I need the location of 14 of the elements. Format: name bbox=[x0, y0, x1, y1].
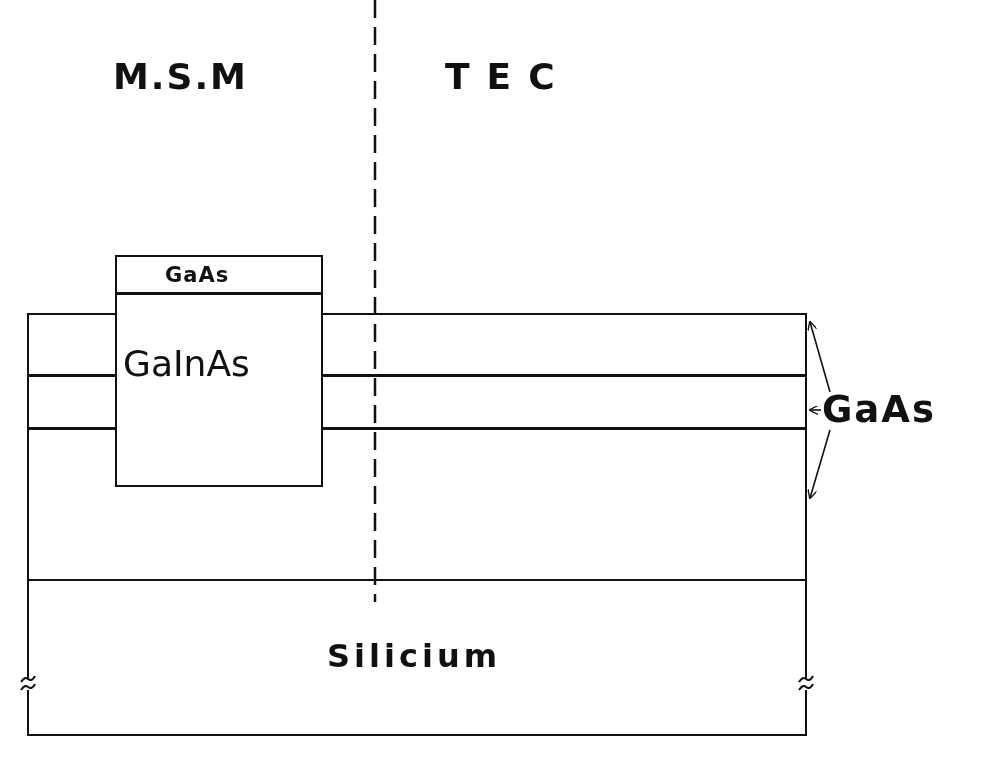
epitaxial-layer bbox=[27, 313, 807, 376]
leader-arrow bbox=[807, 429, 831, 500]
layer-label: GaAs bbox=[165, 263, 230, 287]
epitaxial-layer bbox=[27, 428, 807, 581]
region-label: TEC bbox=[445, 56, 572, 97]
leader-arrow bbox=[808, 404, 822, 416]
region-label: M.S.M bbox=[113, 56, 248, 97]
material-label: GaAs bbox=[822, 388, 936, 431]
leader-arrow bbox=[807, 320, 831, 393]
cap-layer bbox=[115, 255, 323, 294]
epitaxial-layer bbox=[27, 375, 807, 429]
layer-block bbox=[115, 293, 323, 487]
layer-label: Silicium bbox=[327, 637, 501, 675]
layer-label: GaInAs bbox=[123, 343, 250, 384]
